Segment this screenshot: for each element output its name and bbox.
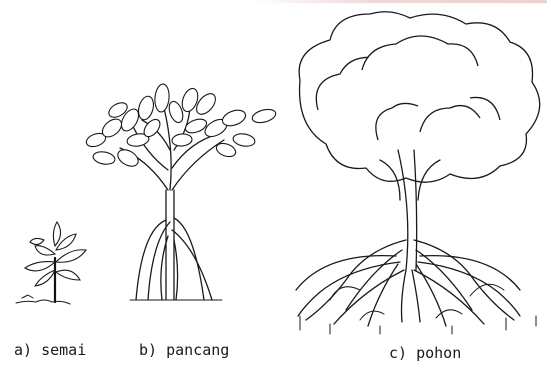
caption-pancang: b) pancang	[139, 341, 229, 359]
tree-drawing	[296, 12, 540, 334]
caption-semai: a) semai	[14, 341, 86, 359]
seedling-drawing	[16, 222, 86, 304]
caption-pohon: c) pohon	[389, 344, 461, 362]
sapling-drawing	[85, 83, 278, 300]
